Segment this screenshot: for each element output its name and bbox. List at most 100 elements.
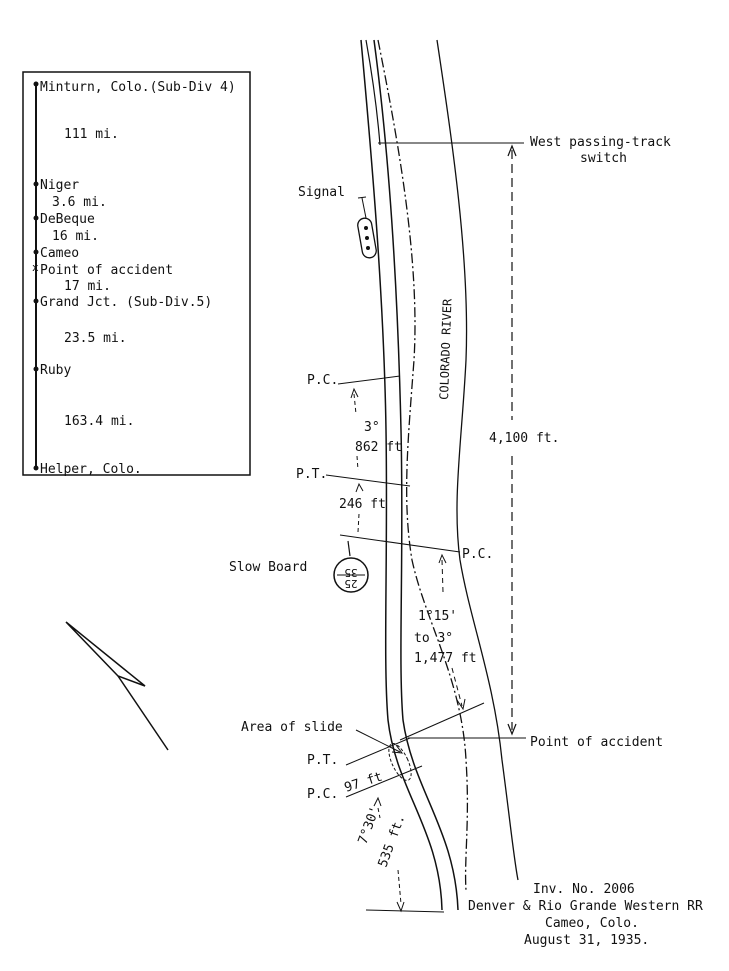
slow-board-bottom-number: 25 bbox=[344, 577, 357, 590]
station-dot-ruby bbox=[33, 366, 39, 372]
station-dot-debeque bbox=[33, 215, 39, 221]
caption: Inv. No. 2006 Denver & Rio Grande Wester… bbox=[468, 882, 703, 948]
curve1-degree: 3° bbox=[364, 420, 380, 435]
curve2-end-line bbox=[399, 702, 485, 741]
north-arrow-head bbox=[65, 621, 146, 687]
dim-curve1-arrow-top bbox=[350, 387, 359, 399]
dim-curve2-arrow-bottom bbox=[456, 698, 466, 711]
pt1-label: P.T. bbox=[296, 467, 327, 482]
station-dot-cameo bbox=[33, 249, 39, 255]
station-cameo: Cameo bbox=[40, 246, 79, 261]
signal-label: Signal bbox=[298, 185, 345, 200]
dim-curve2-line-a bbox=[441, 559, 444, 593]
signal-mast bbox=[361, 197, 367, 219]
pc2-label: P.C. bbox=[462, 547, 493, 562]
point-of-accident-label: Point of accident bbox=[530, 735, 663, 750]
caption-railroad: Denver & Rio Grande Western RR bbox=[468, 899, 703, 914]
distance-ruby-helper: 163.4 mi. bbox=[64, 414, 134, 429]
pc3-label: P.C. bbox=[307, 787, 338, 802]
pt3-line bbox=[365, 909, 445, 913]
signal-mast-cap bbox=[357, 196, 367, 199]
signal-light-3 bbox=[366, 246, 370, 250]
dim-curve1-line-b bbox=[356, 455, 359, 471]
curve1-length: 862 ft bbox=[355, 440, 402, 455]
slow-board-sign bbox=[333, 557, 369, 593]
station-niger: Niger bbox=[40, 178, 79, 193]
signal-head bbox=[357, 217, 377, 259]
dim-curve3-arrow-bottom bbox=[396, 901, 405, 913]
dim-curve3-line-a bbox=[377, 807, 381, 819]
dim-curve2-line-b bbox=[451, 667, 463, 707]
station-minturn: Minturn, Colo.(Sub-Div 4) bbox=[40, 80, 236, 95]
curve2-line1: 1°15' bbox=[418, 609, 457, 624]
accident-x-mark: x bbox=[32, 261, 39, 274]
tangent1-length: 246 ft bbox=[339, 497, 386, 512]
accident-area: Point of accident Area of slide P.T. 97 … bbox=[241, 702, 663, 802]
slow-board-area: P.C. Slow Board 35 25 1°15' to 3° 1,477 … bbox=[229, 534, 493, 711]
pc1-line bbox=[337, 375, 401, 385]
siding-track bbox=[365, 39, 381, 146]
station-dot-helper bbox=[33, 465, 39, 471]
pc3-line bbox=[345, 765, 423, 798]
dim-total-arrow-bottom bbox=[507, 723, 517, 736]
rail-left bbox=[360, 39, 443, 911]
area-of-slide-label: Area of slide bbox=[241, 720, 343, 735]
curve3-degree: 7°30' bbox=[356, 804, 383, 846]
total-distance-label: 4,100 ft. bbox=[489, 431, 559, 446]
dim-tangent1-arrow-top bbox=[355, 482, 364, 493]
pt1-line bbox=[325, 474, 411, 487]
slow-board-top-number: 35 bbox=[344, 566, 357, 579]
river-bank-west bbox=[377, 39, 469, 891]
station-grand-jct: Grand Jct. (Sub-Div.5) bbox=[40, 295, 212, 310]
west-switch-label-1: West passing-track bbox=[530, 135, 671, 150]
slide-area-marker bbox=[388, 743, 412, 781]
distance-debeque-cameo: 16 mi. bbox=[52, 229, 99, 244]
area-of-slide-arrow bbox=[391, 744, 404, 754]
pt2-line bbox=[345, 737, 411, 766]
route-inset: x Minturn, Colo.(Sub-Div 4) 111 mi. Nige… bbox=[22, 71, 251, 477]
curve2-line3: 1,477 ft bbox=[414, 651, 477, 666]
signal-light-2 bbox=[365, 236, 369, 240]
dim-tangent1-line bbox=[357, 513, 360, 533]
route-inset-frame bbox=[22, 71, 251, 476]
curve2-line2: to 3° bbox=[414, 631, 453, 646]
west-switch-label-2: switch bbox=[580, 151, 627, 166]
slow-board-label: Slow Board bbox=[229, 560, 307, 575]
colorado-river: COLORADO RIVER bbox=[377, 39, 519, 891]
river-label: COLORADO RIVER bbox=[437, 298, 455, 400]
station-dot-grand-jct bbox=[33, 298, 39, 304]
distance-grand-jct-ruby: 23.5 mi. bbox=[64, 331, 127, 346]
area-of-slide-leader bbox=[355, 729, 401, 753]
distance-cameo-grand-jct: 17 mi. bbox=[64, 279, 111, 294]
dim-total-arrow-top bbox=[507, 144, 517, 157]
dim-curve3-line-b bbox=[397, 869, 402, 905]
pt2-label: P.T. bbox=[307, 753, 338, 768]
tangent2-length: 97 ft bbox=[343, 769, 385, 795]
curve3-length: 535 ft. bbox=[376, 813, 409, 870]
station-helper: Helper, Colo. bbox=[40, 462, 142, 477]
distance-niger-debeque: 3.6 mi. bbox=[52, 195, 107, 210]
track bbox=[360, 39, 459, 911]
river-bank-east bbox=[436, 39, 519, 881]
slow-board-post bbox=[347, 540, 351, 557]
signal-light-1 bbox=[364, 226, 368, 230]
north-arrow-shaft bbox=[117, 675, 169, 751]
station-dot-niger bbox=[33, 181, 39, 187]
distance-minturn-niger: 111 mi. bbox=[64, 127, 119, 142]
station-ruby: Ruby bbox=[40, 363, 71, 378]
caption-location: Cameo, Colo. bbox=[545, 916, 639, 931]
curve-1: P.C. 3° 862 ft P.T. 246 ft bbox=[296, 373, 411, 533]
rail-right bbox=[373, 39, 459, 911]
dim-curve2-arrow-top bbox=[438, 553, 447, 564]
signal: Signal bbox=[298, 185, 377, 259]
north-arrow bbox=[65, 621, 169, 751]
station-dot-minturn bbox=[33, 81, 39, 87]
west-switch: West passing-track switch bbox=[378, 135, 671, 166]
curve-3: 7°30' 535 ft. bbox=[356, 796, 445, 913]
total-distance-dimension: 4,100 ft. bbox=[489, 144, 559, 736]
dim-curve1-line-a bbox=[353, 393, 357, 415]
station-point-of-accident: Point of accident bbox=[40, 263, 173, 278]
dim-curve3-arrow-top bbox=[373, 796, 382, 807]
caption-date: August 31, 1935. bbox=[524, 933, 649, 948]
